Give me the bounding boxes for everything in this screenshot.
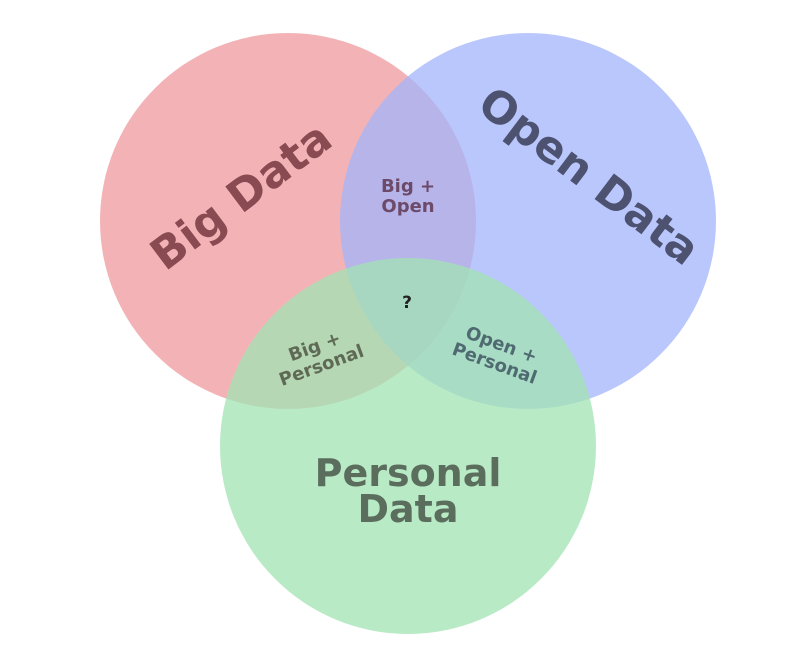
big-open-label-line2: Open [381, 196, 434, 217]
personal-data-label-line2: Data [358, 487, 459, 531]
personal-data-label-line1: Personal [315, 451, 502, 495]
personal-data-circle [220, 258, 596, 634]
center-intersection-label: ? [402, 293, 412, 313]
big-open-label-line1: Big + [381, 176, 435, 197]
